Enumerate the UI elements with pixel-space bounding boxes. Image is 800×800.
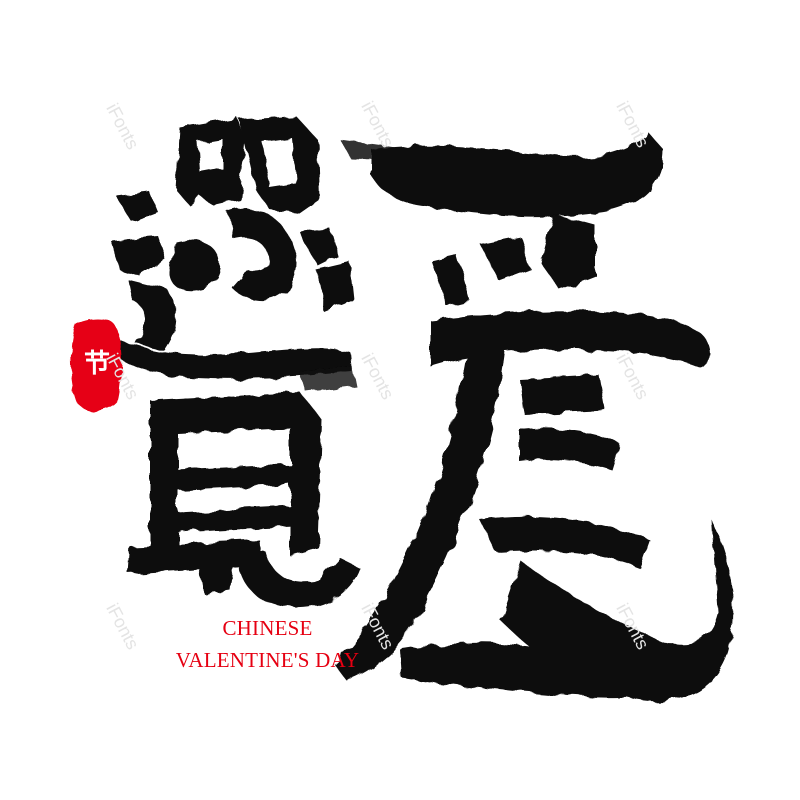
calligraphy-character-yu: [110, 116, 404, 380]
caption-line-chinese: CHINESE: [222, 616, 313, 640]
red-seal-stamp: 节: [70, 319, 122, 411]
seal-glyph: 节: [84, 349, 110, 379]
calligraphy-character-yi: [372, 132, 664, 217]
calligraphy-character-jian: [128, 366, 360, 609]
caption-line-valentines-day: VALENTINE'S DAY: [175, 648, 360, 672]
calligraphy-character-ai: [334, 214, 734, 702]
